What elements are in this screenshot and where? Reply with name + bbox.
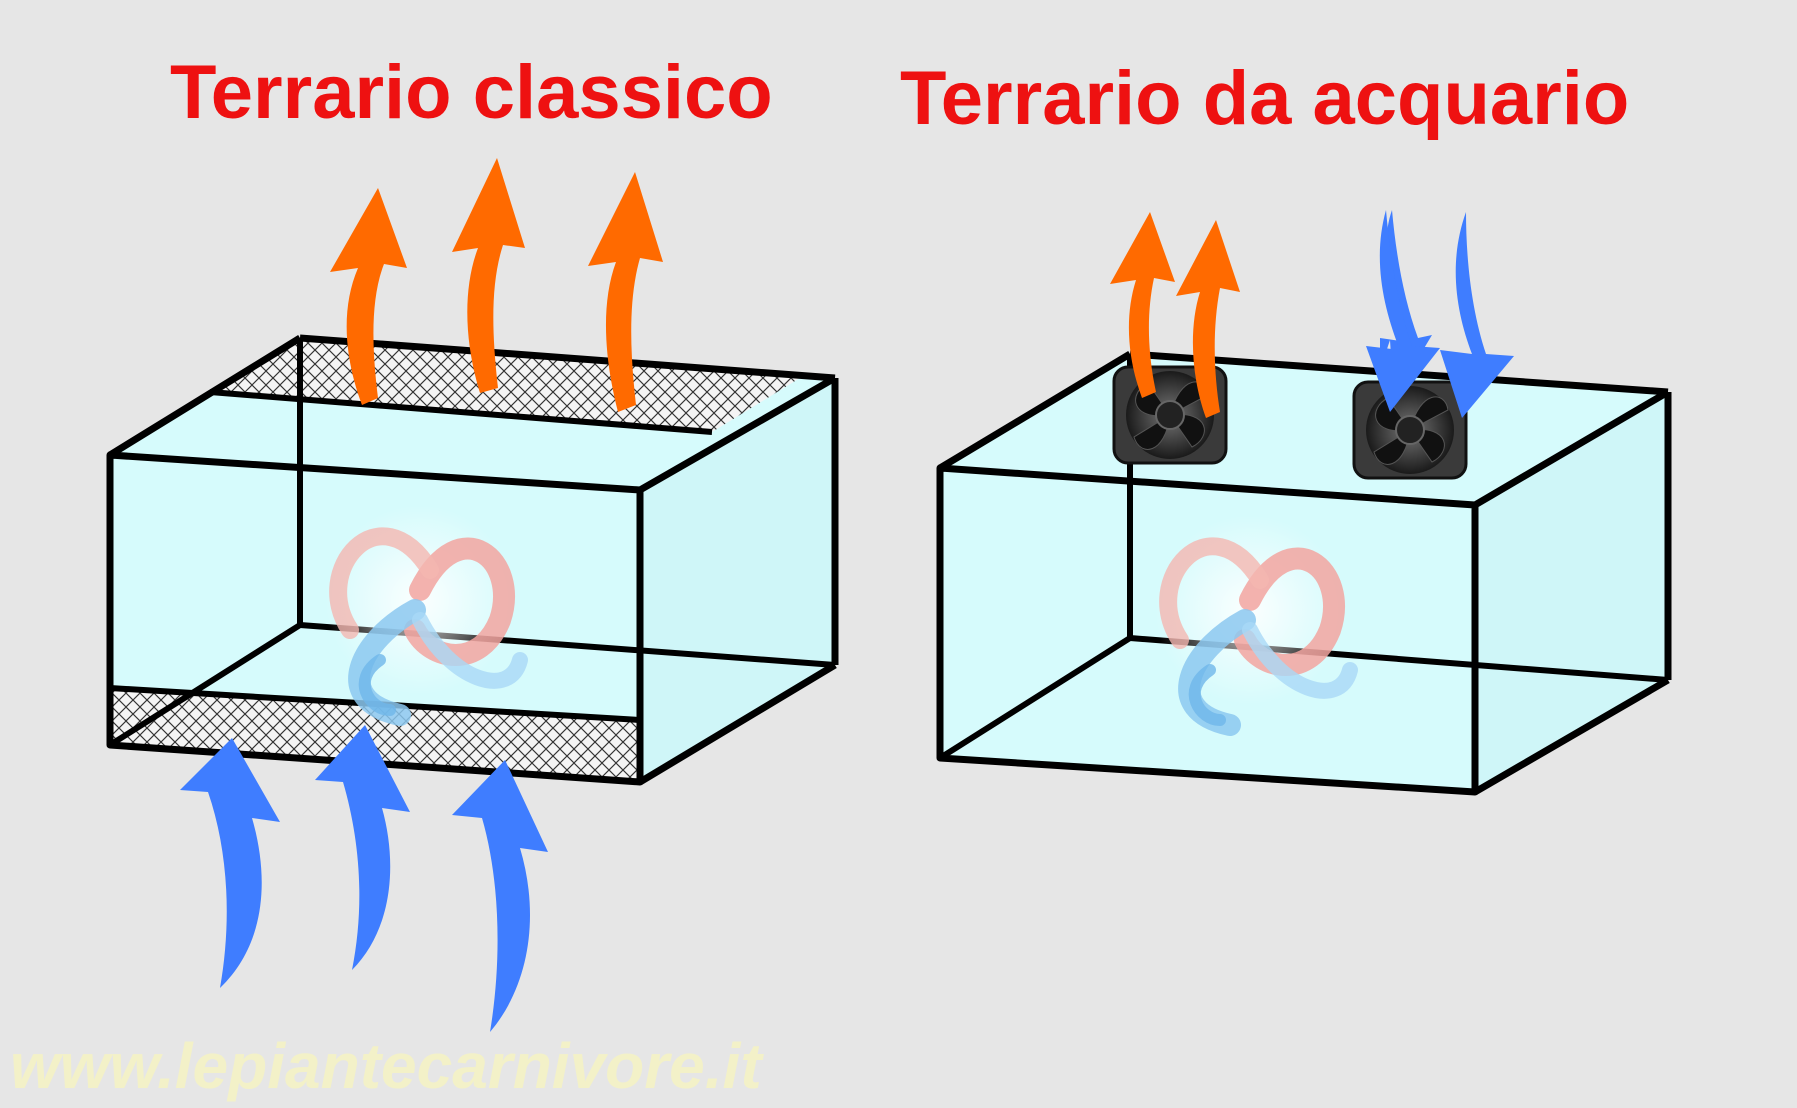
cool-air-arrow-icon [180, 725, 548, 1032]
cool-air-arrow-icon [1366, 210, 1514, 418]
warm-air-arrow-icon [1110, 212, 1240, 418]
fan-icon [1352, 380, 1468, 480]
classic-terrarium [106, 158, 839, 1032]
classic-side-face [640, 378, 835, 782]
air-swirl-icon [1155, 515, 1358, 736]
title-aquarium-terrarium: Terrario da acquario [900, 56, 1629, 141]
title-classic-terrarium: Terrario classico [170, 50, 773, 135]
warm-air-arrow-icon [330, 158, 663, 412]
watermark-url: www.lepiantecarnivore.it [10, 1030, 764, 1102]
aquarium-side-face [1475, 392, 1668, 792]
aquarium-terrarium [936, 210, 1672, 796]
bottom-mesh-vent-icon [110, 688, 640, 782]
air-swirl-icon [325, 505, 528, 726]
